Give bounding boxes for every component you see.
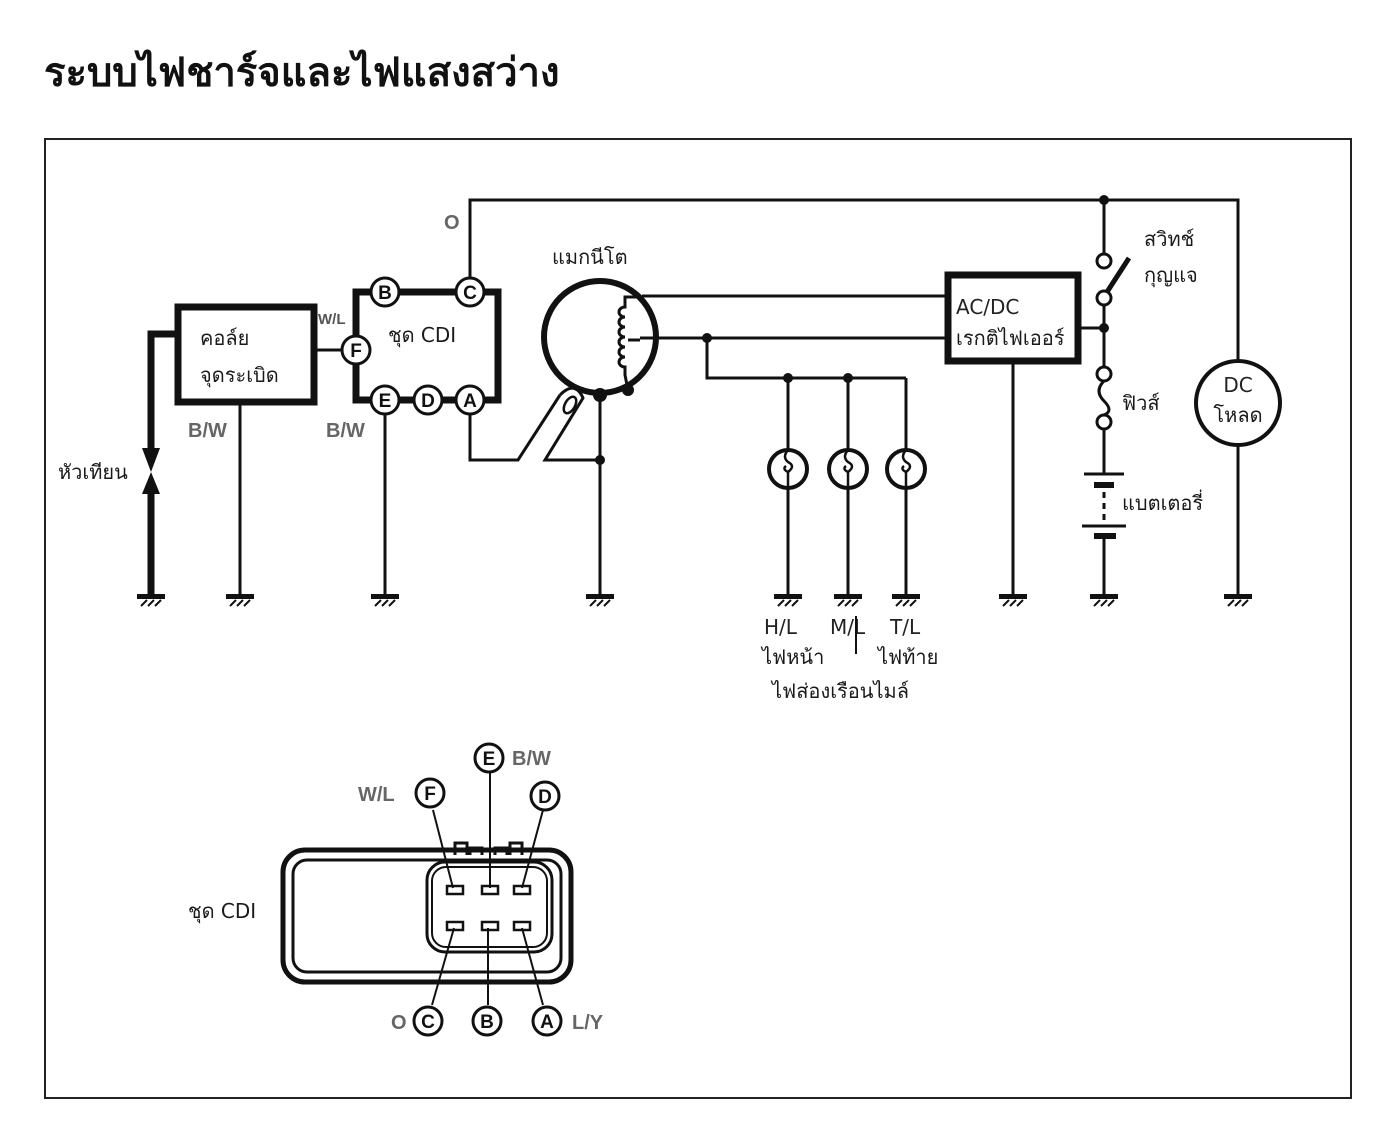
wire-o-top [468,198,1240,380]
svg-text:A: A [540,1012,554,1033]
spark-plug-electrode-top [142,448,160,472]
connector-wire-o: O [391,1012,407,1034]
spark-plug-electrode-bottom [142,472,160,494]
junction-dot [595,455,605,465]
connector-pin-a: A [531,1005,563,1037]
svg-text:F: F [424,784,436,805]
lamp-headlight [767,378,809,607]
cdi-pin-a: A [454,384,486,416]
page-title: ระบบไฟชาร์จและไฟแสงสว่าง [44,49,560,96]
svg-text:F: F [350,341,362,362]
connector-wire-bw: B/W [512,748,551,770]
wire-color-wl: W/L [318,311,346,328]
connector-wire-wl: W/L [358,784,395,806]
wire-color-bw-coil: B/W [188,420,227,442]
ground-icon [1089,593,1119,607]
svg-text:E: E [379,391,392,412]
wire-color-o: O [444,212,460,234]
ignition-coil-box [174,303,318,406]
cdi-pin-b: B [369,276,401,308]
lamp-taillight [885,378,927,607]
cdi-connector-illustration [280,773,574,1006]
svg-text:C: C [463,283,477,304]
lamp-name-ml: ไฟส่องเรือนไมล์ [770,679,909,703]
svg-text:D: D [538,787,552,808]
lamp-meter [827,378,869,607]
ground-icon [585,593,615,607]
battery-plate [1094,482,1114,488]
lamp-code-hl: H/L [764,615,798,639]
spark-plug-label: หัวเทียน [58,460,128,484]
battery-label: แบตเตอรี่ [1122,489,1203,515]
switch-lever-icon [1104,256,1132,294]
ground-icon [998,593,1028,607]
switch-label-2: กุญแจ [1144,263,1198,288]
dc-load-label-1: DC [1223,373,1252,397]
switch-label-1: สวิทช์ [1144,227,1194,251]
svg-text:B: B [378,283,392,304]
pickup-coil-icon [562,395,578,415]
cdi-pin-d: D [412,384,444,416]
ground-icon [225,593,255,607]
magneto-coil-icon [617,295,640,391]
svg-text:A: A [463,391,477,412]
cdi-pin-c: C [454,276,486,308]
connector-pin-d: D [529,780,561,812]
fuse-label: ฟิวส์ [1122,391,1160,415]
ignition-coil-label-1: คอล์ย [200,326,249,350]
diagram-frame [44,138,1352,1099]
ground-icon [136,593,166,607]
fuse-icon [1097,379,1111,417]
magneto-label: แมกนีโต [552,245,628,269]
connector-pin-b: B [471,1005,503,1037]
connector-pin-f: F [414,777,446,809]
svg-text:C: C [421,1012,435,1033]
wire-color-bw-cdi: B/W [326,420,365,442]
cdi-pin-e: E [369,384,401,416]
connector-wire-ly: L/Y [572,1012,604,1034]
junction-dot [622,384,634,396]
lamp-name-hl: ไฟหน้า [760,645,824,669]
connector-pin-c: C [412,1005,444,1037]
connector-pin-e: E [473,742,505,774]
rectifier-label-1: AC/DC [956,295,1019,319]
cdi-unit-label: ชุด CDI [388,323,456,348]
switch-contact-top [1095,252,1113,270]
ignition-coil-label-2: จุดระเบิด [200,363,279,388]
pickup-coil [542,386,600,462]
rectifier-label-2: เรกติไฟเออร์ [956,326,1065,350]
svg-text:B: B [480,1012,494,1033]
ground-icon [1223,593,1253,607]
wire-cdi-pickup [468,394,562,462]
battery-plate [1094,533,1116,539]
connector-label: ชุด CDI [188,899,256,924]
cdi-pin-f: F [340,334,372,366]
fuse-contact-bottom [1095,413,1113,431]
fuse-contact-top [1095,365,1113,383]
wire-coil-spark [147,330,178,455]
lamp-code-tl: T/L [889,615,921,639]
svg-text:D: D [421,391,435,412]
wire-lamp-bus [705,338,906,380]
lamp-code-ml: M/L [830,615,866,639]
lamp-name-tl: ไฟท้าย [876,645,938,669]
dc-load-label-2: โหลด [1213,403,1262,427]
ground-icon [370,593,400,607]
svg-text:E: E [483,749,496,770]
